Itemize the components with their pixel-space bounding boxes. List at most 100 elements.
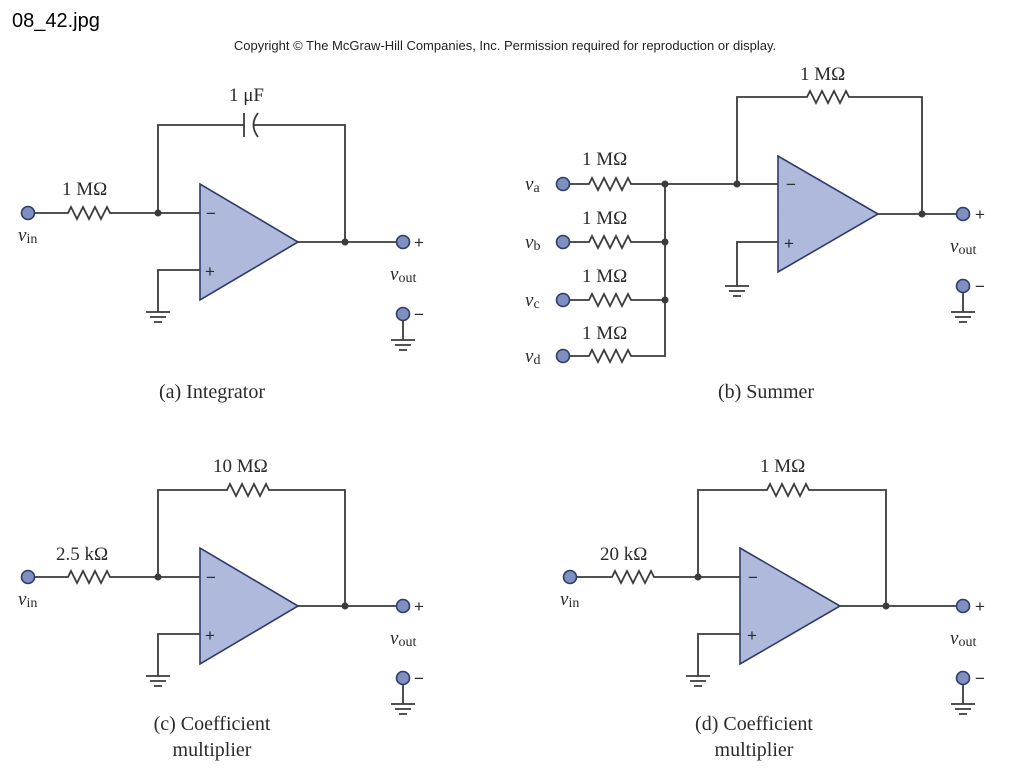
inverting-input-sign: − — [748, 568, 758, 587]
input-resistor-label: 20 kΩ — [600, 544, 647, 565]
inverting-input-sign: − — [206, 204, 216, 223]
output-voltage-label: vout — [390, 628, 416, 650]
input-voltage-a-label: va — [525, 174, 540, 196]
input-terminal — [20, 205, 36, 221]
junction-node — [154, 209, 162, 217]
feedback-resistor — [736, 88, 923, 214]
caption-coefficient-multiplier-c-line2: multiplier — [173, 739, 252, 761]
input-terminal-b — [555, 234, 571, 250]
ground-wire — [157, 633, 200, 676]
input-voltage-label: vin — [18, 589, 37, 611]
output-ground-symbol — [391, 320, 415, 351]
input-resistor-label: 1 MΩ — [62, 179, 107, 200]
input-voltage-c-label: vc — [525, 290, 540, 312]
caption-integrator: (a) Integrator — [159, 381, 265, 403]
ground-wire — [697, 633, 740, 676]
feedback-wire-right — [253, 124, 346, 242]
output-plus-sign: + — [975, 597, 985, 616]
input-resistor-a-label: 1 MΩ — [582, 149, 627, 170]
junction-node — [882, 602, 890, 610]
output-voltage-label: vout — [950, 236, 976, 258]
junction-node — [341, 238, 349, 246]
output-ground-symbol — [951, 684, 975, 715]
op-amp — [199, 546, 300, 666]
input-terminal-d — [555, 348, 571, 364]
ground-symbol — [686, 675, 710, 687]
noninverting-input-sign: + — [205, 262, 215, 281]
file-name: 08_42.jpg — [12, 10, 100, 32]
ground-symbol — [725, 285, 749, 297]
input-resistor-b-label: 1 MΩ — [582, 208, 627, 229]
input-terminal-c — [555, 292, 571, 308]
output-terminal-minus — [395, 306, 411, 322]
output-plus-sign: + — [414, 597, 424, 616]
output-minus-sign: − — [975, 669, 985, 688]
output-voltage-label: vout — [390, 264, 416, 286]
junction-node — [154, 573, 162, 581]
input-voltage-d-label: vd — [525, 346, 540, 368]
caption-coefficient-multiplier-d-line1: (d) Coefficient — [695, 713, 813, 735]
feedback-resistor — [697, 481, 887, 606]
input-voltage-label: vin — [18, 225, 37, 247]
ground-wire — [736, 241, 778, 286]
input-voltage-b-label: vb — [525, 232, 540, 254]
noninverting-input-sign: + — [205, 626, 215, 645]
input-resistor — [576, 568, 740, 586]
junction-node — [733, 180, 741, 188]
integrator-circuit: − + + − 1 MΩ 1 μF vin vout (a) Integrato… — [18, 85, 424, 403]
junction-node — [661, 296, 669, 304]
input-resistor-label: 2.5 kΩ — [56, 544, 108, 565]
op-amp — [777, 154, 880, 274]
junction-node — [661, 180, 669, 188]
input-resistor-b — [569, 233, 665, 251]
input-resistor-a — [569, 175, 778, 193]
noninverting-input-sign: + — [784, 234, 794, 253]
output-terminal-minus — [955, 670, 971, 686]
inverting-input-sign: − — [206, 568, 216, 587]
input-resistor — [34, 568, 200, 586]
input-resistor — [34, 204, 200, 222]
op-amp — [199, 182, 300, 302]
ground-symbol — [146, 311, 170, 323]
junction-node — [341, 602, 349, 610]
junction-node — [661, 238, 669, 246]
output-terminal-minus — [955, 278, 971, 294]
output-terminal-plus — [955, 206, 971, 222]
output-plus-sign: + — [975, 205, 985, 224]
coefficient-multiplier-d-circuit: − + + − 20 kΩ 1 MΩ vin vout (d) Coeffici… — [560, 456, 985, 761]
ground-symbol — [146, 675, 170, 687]
feedback-resistor-label: 10 MΩ — [213, 456, 268, 477]
input-terminal — [562, 569, 578, 585]
output-terminal-plus — [955, 598, 971, 614]
output-minus-sign: − — [414, 669, 424, 688]
input-terminal — [20, 569, 36, 585]
coefficient-multiplier-c-circuit: − + + − 2.5 kΩ 10 MΩ vin vout (c) Coeffi… — [18, 456, 424, 761]
output-ground-symbol — [951, 292, 975, 323]
output-voltage-label: vout — [950, 628, 976, 650]
input-resistor-c — [569, 291, 665, 309]
caption-coefficient-multiplier-d-line2: multiplier — [715, 739, 794, 761]
feedback-resistor-label: 1 MΩ — [800, 64, 845, 85]
output-minus-sign: − — [414, 305, 424, 324]
caption-coefficient-multiplier-c-line1: (c) Coefficient — [154, 713, 271, 735]
inverting-input-sign: − — [786, 175, 796, 194]
output-ground-symbol — [391, 684, 415, 715]
feedback-resistor — [157, 481, 346, 606]
output-terminal-plus — [395, 234, 411, 250]
ground-wire — [157, 269, 200, 312]
input-resistor-d-label: 1 MΩ — [582, 323, 627, 344]
input-terminal-a — [555, 176, 571, 192]
output-terminal-plus — [395, 598, 411, 614]
junction-node — [918, 210, 926, 218]
output-minus-sign: − — [975, 277, 985, 296]
summer-circuit: − + + − 1 MΩ 1 MΩ 1 MΩ 1 MΩ 1 MΩ va vb v… — [525, 64, 985, 403]
junction-node — [694, 573, 702, 581]
feedback-resistor-label: 1 MΩ — [760, 456, 805, 477]
copyright-notice: Copyright © The McGraw-Hill Companies, I… — [233, 38, 777, 53]
noninverting-input-sign: + — [747, 626, 757, 645]
output-plus-sign: + — [414, 233, 424, 252]
input-resistor-c-label: 1 MΩ — [582, 266, 627, 287]
input-voltage-label: vin — [560, 589, 579, 611]
input-resistor-d — [569, 184, 666, 365]
